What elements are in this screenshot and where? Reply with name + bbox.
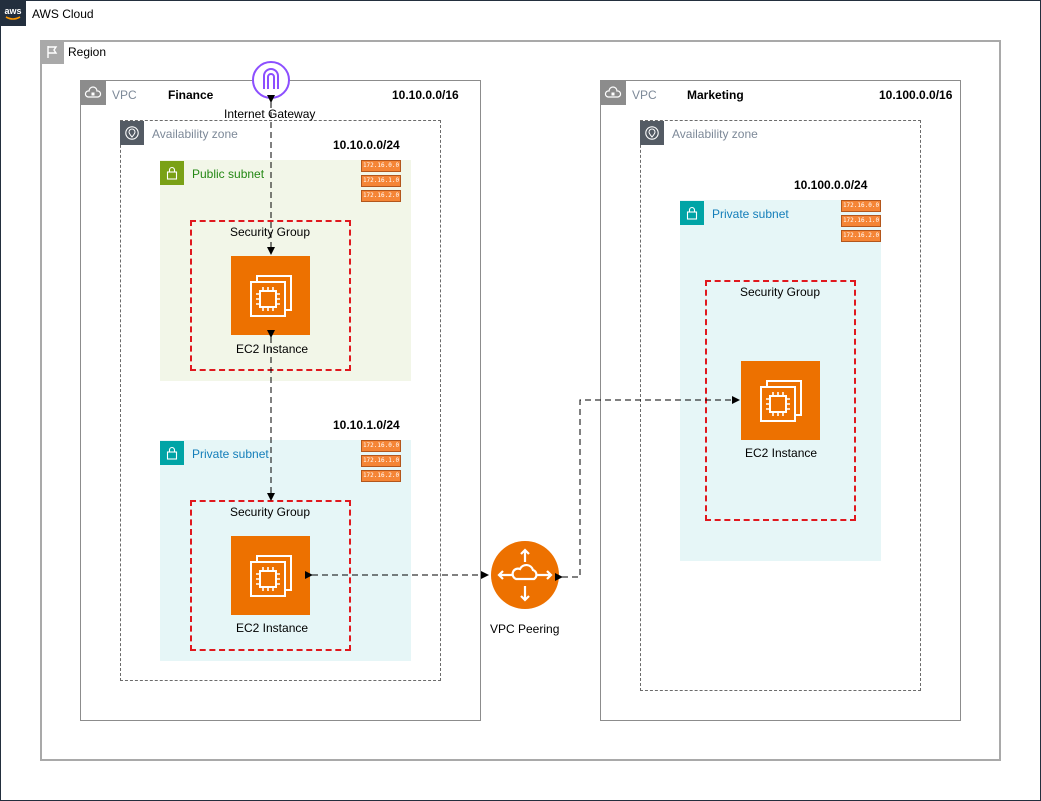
connector-peering-to-marketing-ec2: [555, 396, 740, 581]
vpc-peering-icon: [490, 540, 560, 610]
private-subnet-label: Private subnet: [192, 447, 269, 461]
public-subnet-label: Public subnet: [192, 167, 265, 181]
vpc-peering-label: VPC Peering: [490, 622, 560, 636]
vpc-finance-cidr: 10.10.0.0/16: [392, 88, 459, 102]
flag-icon: [40, 40, 64, 64]
az-finance: [120, 120, 441, 681]
route-entry: 172.16.2.0: [361, 190, 401, 202]
route-entry: 172.16.1.0: [361, 175, 401, 187]
route-entry: 172.16.0.0: [361, 440, 401, 452]
private-subnet-cidr: 10.100.0.0/24: [794, 178, 868, 192]
vpc-marketing-label: VPC: [632, 88, 657, 102]
internet-gateway-icon: [251, 60, 291, 100]
aws-cloud-label: AWS Cloud: [32, 7, 94, 21]
vpc-cloud-icon: [600, 81, 626, 105]
lock-icon: [160, 441, 184, 465]
lock-icon: [680, 201, 704, 225]
route-entry: 172.16.2.0: [841, 230, 881, 242]
route-entry: 172.16.0.0: [841, 200, 881, 212]
az-pin-icon: [640, 121, 664, 145]
az-finance-label: Availability zone: [152, 127, 238, 141]
region-group: [40, 40, 1001, 761]
az-pin-icon: [120, 121, 144, 145]
vpc-cloud-icon: [80, 81, 106, 105]
az-marketing-label: Availability zone: [672, 127, 758, 141]
security-group-label: Security Group: [230, 505, 311, 519]
route-entry: 172.16.2.0: [361, 470, 401, 482]
region-label: Region: [68, 45, 107, 59]
private-subnet-label: Private subnet: [712, 207, 789, 221]
vpc-finance-label: VPC: [112, 88, 137, 102]
lock-icon: [160, 161, 184, 185]
vpc-marketing-name: Marketing: [687, 88, 744, 102]
ec2-instance-icon: [231, 256, 310, 335]
private-subnet-cidr: 10.10.1.0/24: [333, 418, 400, 432]
svg-text:aws: aws: [4, 6, 21, 16]
ec2-instance-icon: [741, 361, 820, 440]
vpc-marketing-cidr: 10.100.0.0/16: [879, 88, 953, 102]
route-entry: 172.16.1.0: [361, 455, 401, 467]
route-table: 172.16.0.0 172.16.1.0 172.16.2.0: [841, 200, 881, 245]
aws-logo-icon: aws: [0, 0, 26, 26]
public-subnet-cidr: 10.10.0.0/24: [333, 138, 400, 152]
route-table: 172.16.0.0 172.16.1.0 172.16.2.0: [361, 440, 401, 485]
ec2-instance-icon: [231, 536, 310, 615]
security-group-label: Security Group: [740, 285, 821, 299]
ec2-instance-label: EC2 Instance: [745, 446, 818, 460]
ec2-instance-label: EC2 Instance: [236, 621, 309, 635]
vpc-finance-name: Finance: [168, 88, 214, 102]
route-entry: 172.16.1.0: [841, 215, 881, 227]
route-entry: 172.16.0.0: [361, 160, 401, 172]
route-table: 172.16.0.0 172.16.1.0 172.16.2.0: [361, 160, 401, 205]
